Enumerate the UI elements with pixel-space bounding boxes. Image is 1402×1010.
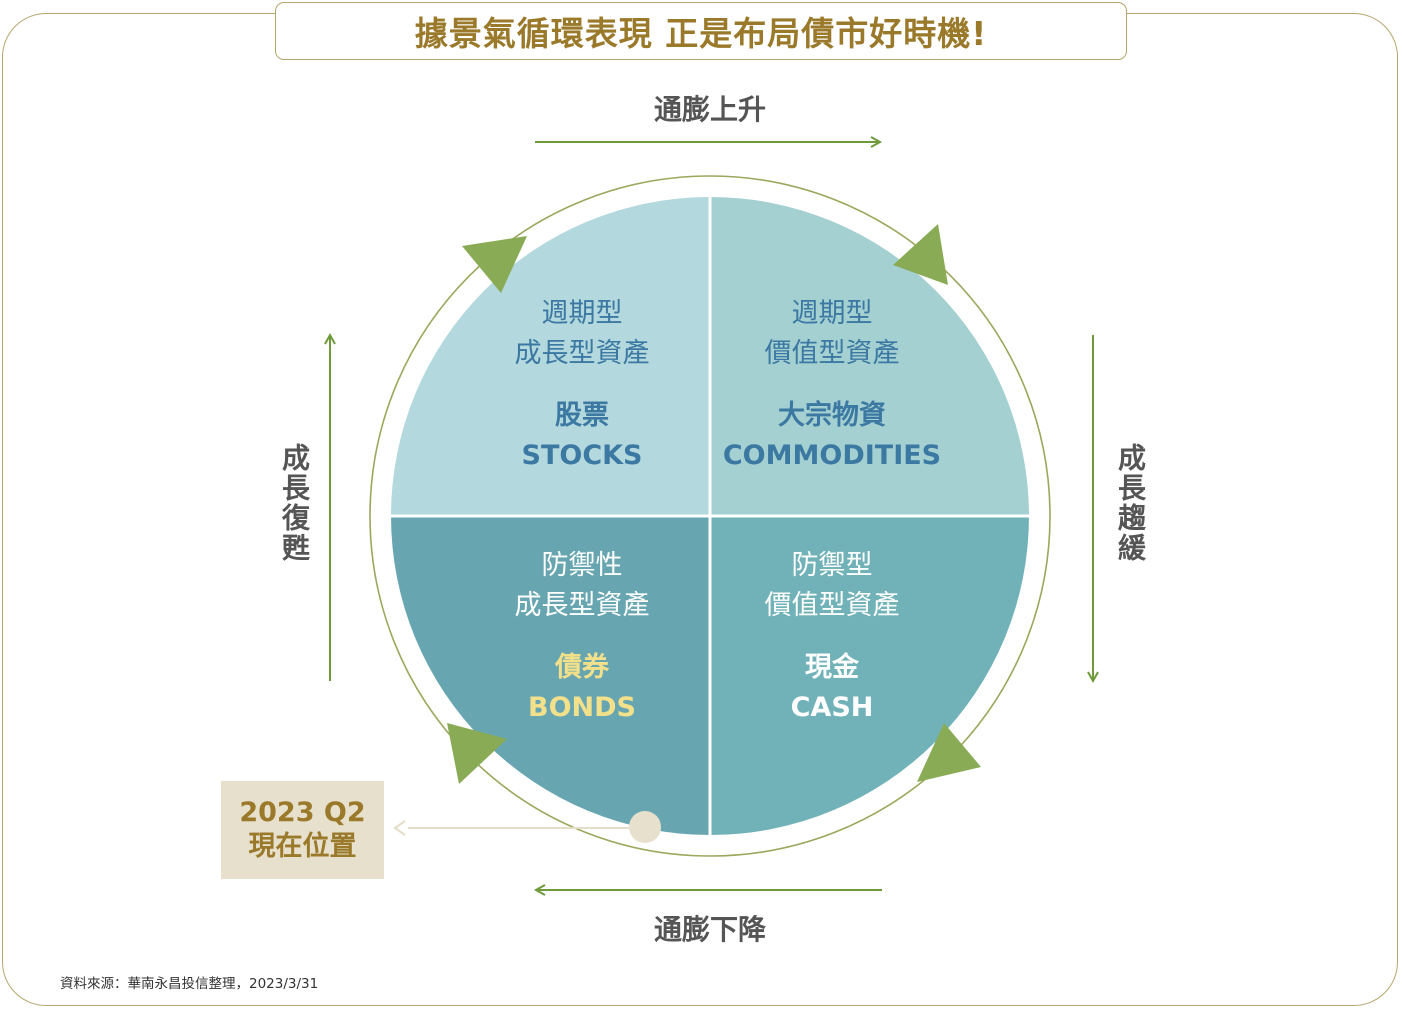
position-period: 2023 Q2	[239, 797, 366, 828]
quadrant-sub1: 防禦性	[541, 550, 623, 581]
quadrant-sub1: 週期型	[791, 298, 873, 329]
cycle-arrow-top-left	[462, 236, 527, 293]
source-note: 資料來源：華南永昌投信整理，2023/3/31	[60, 976, 319, 992]
current-position-box: 2023 Q2 現在位置	[221, 781, 384, 879]
quadrant-sub2: 價值型資產	[764, 590, 900, 621]
cycle-arrow-top-right	[893, 224, 948, 285]
quadrant-asset-cn: 股票	[555, 400, 609, 431]
quadrant-bottom-right-text: 防禦型 價值型資產 現金 CASH	[682, 546, 982, 728]
axis-arrow-left	[324, 332, 336, 681]
quadrant-asset-en: BONDS	[528, 692, 636, 723]
quadrant-asset-en: STOCKS	[521, 440, 643, 471]
quadrant-sub2: 成長型資產	[514, 590, 650, 621]
axis-arrow-right	[1087, 335, 1099, 684]
quadrant-top-left-text: 週期型 成長型資產 股票 STOCKS	[432, 294, 732, 476]
axis-label-right: 成長趨緩	[1114, 443, 1147, 563]
quadrant-sub1: 防禦型	[791, 550, 873, 581]
quadrant-asset-cn: 現金	[805, 652, 859, 683]
quadrant-asset-cn: 大宗物資	[778, 400, 886, 431]
position-caption: 現在位置	[248, 831, 357, 862]
cycle-arrow-bottom-right	[917, 723, 981, 782]
quadrant-asset-cn: 債券	[555, 652, 609, 683]
quadrant-asset-en: COMMODITIES	[722, 440, 942, 471]
title-box: 據景氣循環表現 正是布局債市好時機!	[275, 2, 1127, 60]
position-pointer-head	[393, 820, 406, 836]
axis-label-left: 成長復甦	[278, 443, 311, 563]
quadrant-bottom-left-text: 防禦性 成長型資產 債券 BONDS	[432, 546, 732, 728]
position-marker	[629, 811, 661, 843]
outer-ring	[369, 175, 1051, 857]
quadrant-sub2: 價值型資產	[764, 338, 900, 369]
quadrant-asset-en: CASH	[790, 692, 874, 723]
page-title: 據景氣循環表現 正是布局債市好時機!	[414, 14, 988, 53]
quadrant-top-right-text: 週期型 價值型資產 大宗物資 COMMODITIES	[682, 294, 982, 476]
axis-arrow-bottom	[533, 884, 882, 896]
axis-label-top: 通膨上升	[653, 93, 766, 126]
axis-arrow-top	[535, 136, 883, 148]
quadrant-sub1: 週期型	[541, 298, 623, 329]
axis-label-bottom: 通膨下降	[653, 913, 766, 946]
cycle-arrow-bottom-left	[447, 723, 507, 784]
quadrant-sub2: 成長型資產	[514, 338, 650, 369]
